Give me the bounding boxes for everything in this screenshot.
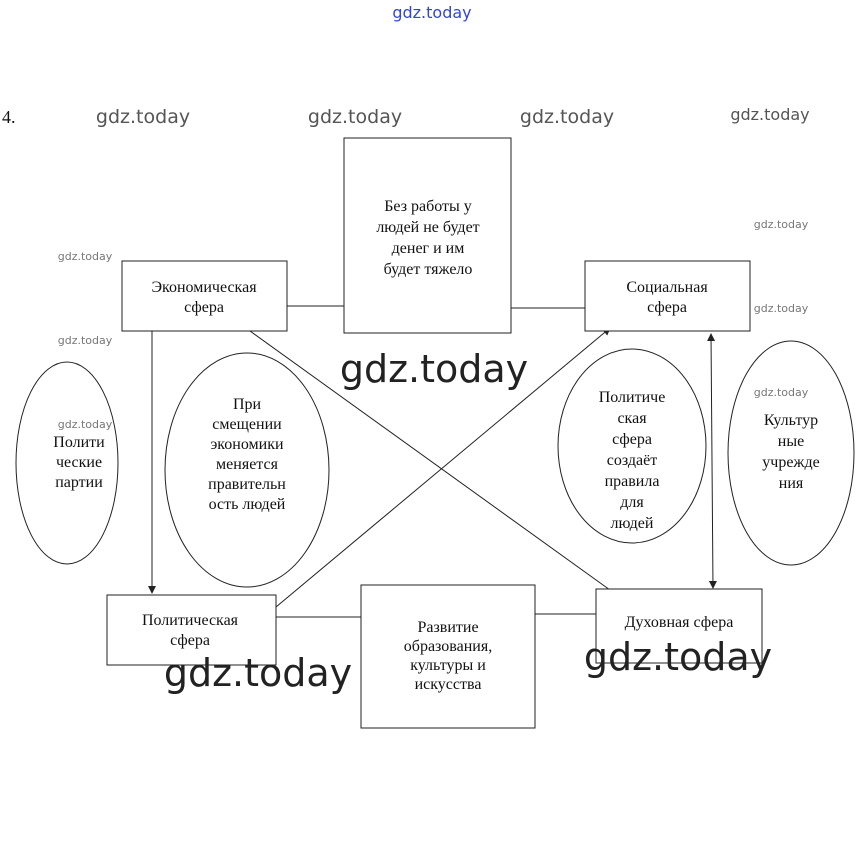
watermark: gdz.today [58,418,113,431]
watermark: gdz.today [754,386,809,399]
watermark: gdz.today [754,218,809,231]
watermark: gdz.today [730,105,809,124]
ellipse-economy-change [164,352,330,588]
box-economic [121,260,288,332]
watermark: gdz.today [584,635,772,679]
ellipse-culture [727,340,855,566]
watermark: gdz.today [340,347,528,391]
box-political [106,594,277,666]
box-social [584,260,751,332]
ellipse-parties [15,361,119,565]
box-spiritual [595,588,763,664]
double-arrow-social-spiritual [707,333,717,589]
ellipse-political-rules [557,348,707,544]
watermark: gdz.today [392,3,471,22]
watermark: gdz.today [96,106,190,128]
link-economic-spiritual [249,330,611,591]
watermark: gdz.today [58,334,113,347]
watermark: gdz.today [164,651,352,695]
watermark: gdz.today [520,106,614,128]
box-bottom-middle [360,584,536,729]
watermark: gdz.today [58,250,113,263]
spiritual-label: Духовная сфера [625,614,734,631]
arrow-political-social [275,327,611,608]
box-top-middle [343,137,512,334]
task-number: 4. [2,107,16,127]
watermark: gdz.today [308,106,402,128]
watermark: gdz.today [754,302,809,315]
